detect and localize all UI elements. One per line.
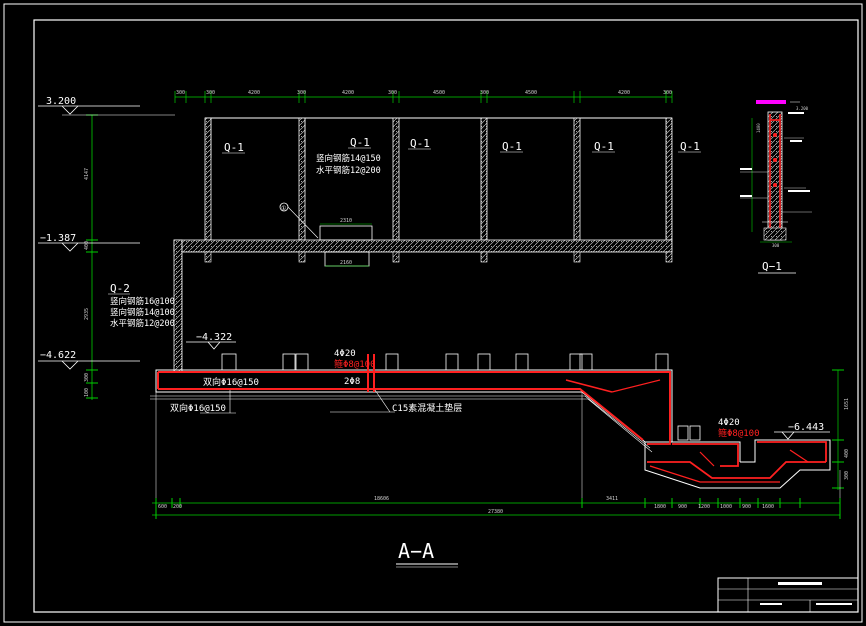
dim-bottom-total: 27380 bbox=[488, 509, 503, 515]
dim-top-3: 4200 bbox=[342, 90, 354, 96]
wall-label-1: Q-1 bbox=[224, 141, 244, 154]
svg-text:−4.322: −4.322 bbox=[196, 332, 232, 343]
svg-text:900: 900 bbox=[742, 504, 751, 510]
svg-text:−4.622: −4.622 bbox=[40, 350, 76, 361]
svg-text:2935: 2935 bbox=[84, 308, 90, 320]
svg-text:1651: 1651 bbox=[844, 398, 850, 410]
elevation-mark-4322: −4.322 bbox=[186, 332, 236, 350]
svg-text:1400: 1400 bbox=[756, 123, 761, 133]
elevation-mark-3200: 3.200 bbox=[38, 96, 175, 116]
q2-note-line2: 竖向钢筋14@100 bbox=[110, 307, 175, 318]
wall-label-6: Q-1 bbox=[680, 140, 700, 153]
elevation-mark-6443: −6.443 bbox=[774, 422, 830, 440]
dim-top-8: 300 bbox=[480, 90, 489, 96]
svg-text:−1.387: −1.387 bbox=[40, 233, 76, 244]
sump-pit: 1651 400 300 bbox=[644, 369, 850, 490]
dim-bottom-b1: 18606 bbox=[374, 496, 389, 502]
slab-rebar-a: 双向Φ16@150 bbox=[203, 376, 259, 388]
title-block bbox=[717, 577, 859, 613]
outer-frame bbox=[3, 3, 863, 623]
slab-cushion: C15素混凝土垫层 bbox=[392, 402, 462, 414]
svg-text:300: 300 bbox=[772, 243, 780, 248]
svg-text:①: ① bbox=[281, 205, 286, 212]
section-title: A−A bbox=[396, 539, 458, 568]
svg-text:4147: 4147 bbox=[84, 168, 90, 180]
dim-top-5: 4500 bbox=[433, 90, 445, 96]
pit-stirrup: 箍Φ8@100 bbox=[718, 427, 760, 439]
wall-label-2: Q-1 bbox=[350, 136, 370, 149]
svg-text:200: 200 bbox=[173, 504, 182, 510]
q2-note-line1: 竖向钢筋16@100 bbox=[110, 296, 175, 307]
wall-label-3: Q-1 bbox=[410, 137, 430, 150]
svg-text:1000: 1000 bbox=[720, 504, 732, 510]
dim-top-6: 300 bbox=[388, 90, 397, 96]
dim-top-7: 4500 bbox=[525, 90, 537, 96]
inner-frame bbox=[33, 19, 859, 613]
q1-note-line1: 竖向钢筋14@150 bbox=[316, 153, 381, 164]
dim-bottom-b2: 3411 bbox=[606, 496, 618, 502]
svg-text:300: 300 bbox=[844, 471, 850, 480]
slab-stirrup: 箍Φ8@100 bbox=[334, 358, 376, 370]
top-dimension-chain: 300 300 4200 300 4200 300 4500 300 4500 … bbox=[174, 90, 673, 103]
wall-label-4: Q-1 bbox=[502, 140, 522, 153]
base-slab bbox=[150, 353, 673, 453]
pit-bar-top: 4Φ20 bbox=[718, 418, 740, 428]
detail-title: Q−1 bbox=[762, 260, 782, 273]
left-elevation-column: 4147 400 2935 300 100 bbox=[84, 114, 98, 400]
svg-text:1200: 1200 bbox=[698, 504, 710, 510]
slab-bar-top: 4Φ20 bbox=[334, 349, 356, 359]
svg-text:400: 400 bbox=[84, 241, 90, 250]
svg-text:100: 100 bbox=[84, 388, 90, 397]
q2-note-line3: 水平钢筋12@200 bbox=[110, 318, 175, 329]
svg-text:3.200: 3.200 bbox=[796, 106, 809, 111]
wall-label-5: Q-1 bbox=[594, 140, 614, 153]
q1-note-line2: 水平钢筋12@200 bbox=[316, 165, 381, 176]
dim-top-10: 300 bbox=[663, 90, 672, 96]
slab-bar-mid: 2Φ8 bbox=[344, 377, 360, 387]
svg-text:600: 600 bbox=[158, 504, 167, 510]
svg-text:300: 300 bbox=[84, 373, 90, 382]
dim-top-1: 4200 bbox=[248, 90, 260, 96]
dim-top-0: 300 bbox=[176, 90, 185, 96]
wall-detail-q1: 3.200 300 1400 bbox=[740, 100, 812, 248]
svg-text:1800: 1800 bbox=[654, 504, 666, 510]
wall-label-q2: Q-2 bbox=[110, 282, 130, 295]
svg-text:400: 400 bbox=[844, 449, 850, 458]
dim-top-2: 300 bbox=[206, 90, 215, 96]
elevation-mark-4622: −4.622 bbox=[38, 350, 140, 370]
bottom-dimension-chain: 600 200 18606 3411 1800 900 1200 1000 90… bbox=[152, 392, 841, 519]
dim-opening1: 2310 bbox=[340, 218, 352, 224]
slab-rebar-b: 双向Φ16@150 bbox=[170, 402, 226, 414]
svg-text:−6.443: −6.443 bbox=[788, 422, 824, 433]
svg-text:A−A: A−A bbox=[398, 539, 434, 563]
wall-labels-q1: Q-1 Q-1 Q-1 Q-1 Q-1 Q-1 bbox=[222, 136, 701, 154]
svg-text:3.200: 3.200 bbox=[46, 96, 76, 107]
dim-top-9: 4200 bbox=[618, 90, 630, 96]
dim-top-4: 300 bbox=[297, 90, 306, 96]
detail-marker: ① bbox=[279, 202, 319, 239]
svg-text:1600: 1600 bbox=[762, 504, 774, 510]
upper-structure bbox=[173, 117, 673, 373]
dim-opening2: 2160 bbox=[340, 260, 352, 266]
elevation-mark-1387: −1.387 bbox=[38, 233, 140, 252]
svg-text:900: 900 bbox=[678, 504, 687, 510]
